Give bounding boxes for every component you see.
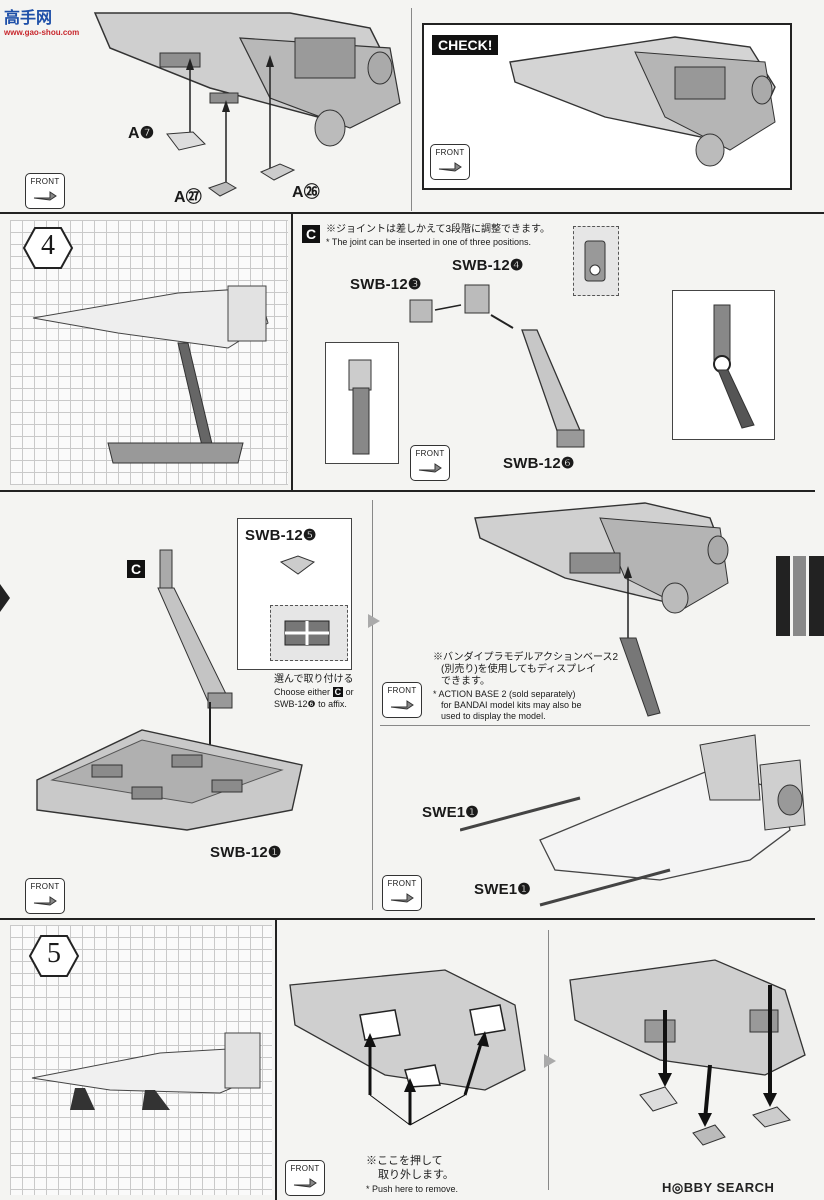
- joint-c-badge: C: [302, 225, 320, 243]
- step4-model-drawing: [28, 278, 278, 473]
- section-divider-2: [0, 490, 815, 492]
- side-tab-marks: [776, 556, 824, 636]
- step4-number: 4: [22, 230, 74, 262]
- joint-note-en: * The joint can be inserted in one of th…: [326, 237, 531, 248]
- part-a27-label: A㉗: [174, 183, 202, 207]
- base-c-badge: C: [127, 560, 145, 578]
- base-plate-drawing: [32, 725, 307, 835]
- swb12-5-part-drawing: [278, 552, 318, 578]
- choose-note-en-c: C: [333, 687, 344, 697]
- action-base-en-1: * ACTION BASE 2 (sold separately): [433, 689, 576, 700]
- joint-stand-drawing: [512, 325, 592, 450]
- swb12-5-slot-drawing: [282, 618, 334, 648]
- action-base-jp-1: ※バンダイプラモデルアクションベース2: [433, 652, 618, 663]
- base-front-indicator: FRONT: [25, 878, 65, 914]
- part-swb12-5-label: SWB-12❺: [245, 526, 317, 544]
- joint-note-jp: ※ジョイントは差しかえて3段階に調整できます。: [326, 224, 550, 235]
- part-swb12-4-label: SWB-12❹: [452, 256, 524, 274]
- action-base-en-2: for BANDAI model kits may also be: [441, 700, 582, 711]
- check-badge: CHECK!: [432, 35, 498, 55]
- part-a27-drawing: [206, 178, 240, 200]
- top-divider: [411, 8, 412, 211]
- top-fuselage-drawing: [90, 8, 410, 183]
- watermark-logo: 高手网 www.gao-shou.com: [4, 4, 79, 37]
- check-fuselage-drawing: [505, 32, 785, 182]
- push-note-jp-2: 取り外します。: [378, 1170, 454, 1181]
- footer-logo: H◎BBY SEARCH: [662, 1180, 774, 1196]
- choose-note-jp: 選んで取り付ける: [274, 674, 354, 685]
- base-divider: [372, 500, 373, 910]
- cannon-front-indicator: FRONT: [382, 875, 422, 911]
- push-note-en: * Push here to remove.: [366, 1184, 458, 1195]
- step5-number: 5: [28, 938, 80, 970]
- front-indicator: FRONT: [25, 173, 65, 209]
- push-note-jp-1: ※ここを押して: [366, 1156, 443, 1167]
- check-front-indicator: FRONT: [430, 144, 470, 180]
- part-a7-label: A❼: [128, 123, 154, 143]
- choose-note-en-1: Choose either: [274, 687, 330, 697]
- step5-underside-drawing: [285, 965, 535, 1130]
- next-step-arrow-2: [544, 1054, 556, 1068]
- part-a26-label: A㉖: [292, 178, 320, 202]
- watermark-url: www.gao-shou.com: [4, 28, 79, 37]
- choose-note-en-3: SWB-12❻ to affix.: [274, 699, 347, 710]
- step5-front-indicator: FRONT: [285, 1160, 325, 1196]
- section-divider-1: [0, 212, 824, 214]
- choose-note-en: Choose either C or: [274, 687, 354, 698]
- action-base-jp-2: (別売り)を使用してもディスプレイ: [441, 664, 596, 675]
- next-step-arrow-1: [368, 614, 380, 628]
- step5-removed-drawing: [565, 955, 810, 1150]
- action-base-jp-3: できます。: [441, 676, 490, 687]
- part-swe1-b-label: SWE1❶: [474, 880, 531, 898]
- base-stand-drawing: [150, 548, 240, 713]
- step4-divider: [291, 214, 293, 490]
- part-swe1-a-label: SWE1❶: [422, 803, 479, 821]
- joint-detail-drawing: [582, 238, 608, 284]
- step5-divider: [275, 920, 277, 1200]
- part-a7-drawing: [163, 128, 208, 153]
- part-swb12-1-label: SWB-12❶: [210, 843, 282, 861]
- part-swb12-6-label: SWB-12❻: [503, 454, 575, 472]
- section-divider-3: [0, 918, 815, 920]
- joint-left-drawing: [335, 350, 387, 458]
- action-front-indicator: FRONT: [382, 682, 422, 718]
- watermark-text: 高手网: [4, 4, 79, 28]
- left-edge-arrow: [0, 584, 10, 612]
- joint-parts-drawing: [405, 280, 515, 335]
- joint-right-drawing: [684, 300, 764, 430]
- action-base-en-3: used to display the model.: [441, 711, 546, 722]
- choose-note-en-2: or: [346, 687, 354, 697]
- step5-model-drawing: [30, 1028, 270, 1118]
- action-base-model-drawing: [470, 498, 745, 718]
- joint-front-indicator: FRONT: [410, 445, 450, 481]
- action-divider: [380, 725, 810, 726]
